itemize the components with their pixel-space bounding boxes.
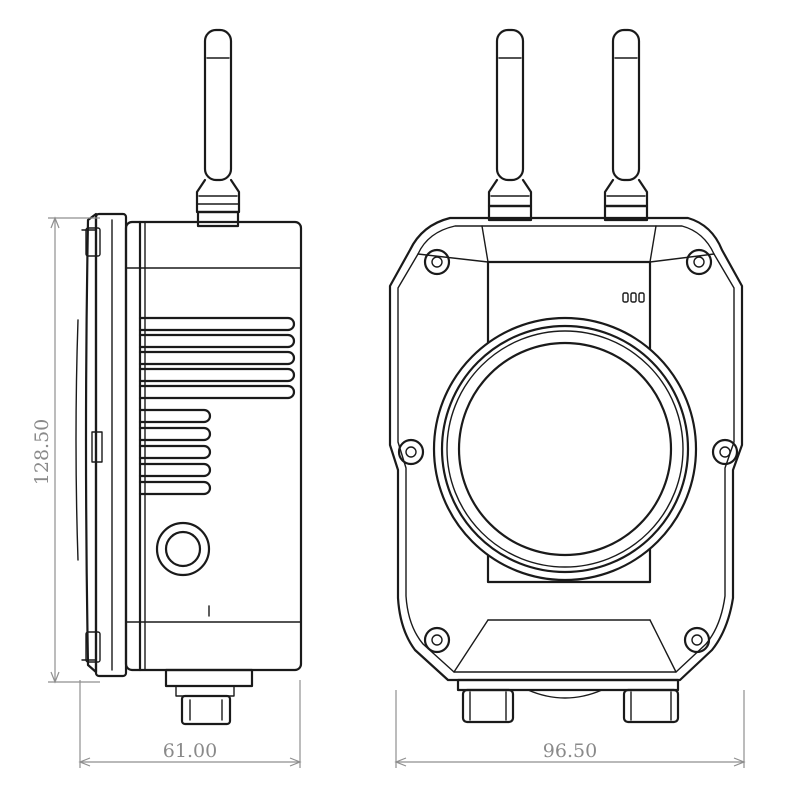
side-bottom-connector [164, 668, 254, 726]
status-led-icon [622, 292, 645, 303]
front-antenna-right [603, 28, 649, 222]
screw-top-right [685, 248, 713, 276]
side-vents-long [138, 316, 296, 400]
side-cover-plate [75, 212, 128, 678]
screw-mid-right [711, 438, 739, 466]
side-power-button [155, 521, 211, 617]
front-antenna-left [487, 28, 533, 222]
front-screws [397, 248, 739, 654]
front-housing [388, 216, 744, 682]
screw-top-left [423, 248, 451, 276]
side-view [75, 28, 303, 726]
front-width-dimension-label: 96.50 [543, 740, 597, 762]
screw-bottom-left [423, 626, 451, 654]
side-width-dimension-label: 61.00 [163, 740, 217, 762]
screw-bottom-right [683, 626, 711, 654]
height-dimension-label: 128.50 [31, 419, 53, 485]
front-view [388, 28, 744, 724]
dimension-side-width: 61.00 [78, 680, 302, 768]
side-antenna [195, 28, 241, 228]
front-lens [432, 316, 698, 582]
dimension-front-width: 96.50 [394, 690, 746, 768]
front-bottom-connectors [456, 678, 680, 724]
dimension-height: 128.50 [31, 216, 100, 684]
screw-mid-left [397, 438, 425, 466]
side-vents-short [138, 408, 212, 496]
